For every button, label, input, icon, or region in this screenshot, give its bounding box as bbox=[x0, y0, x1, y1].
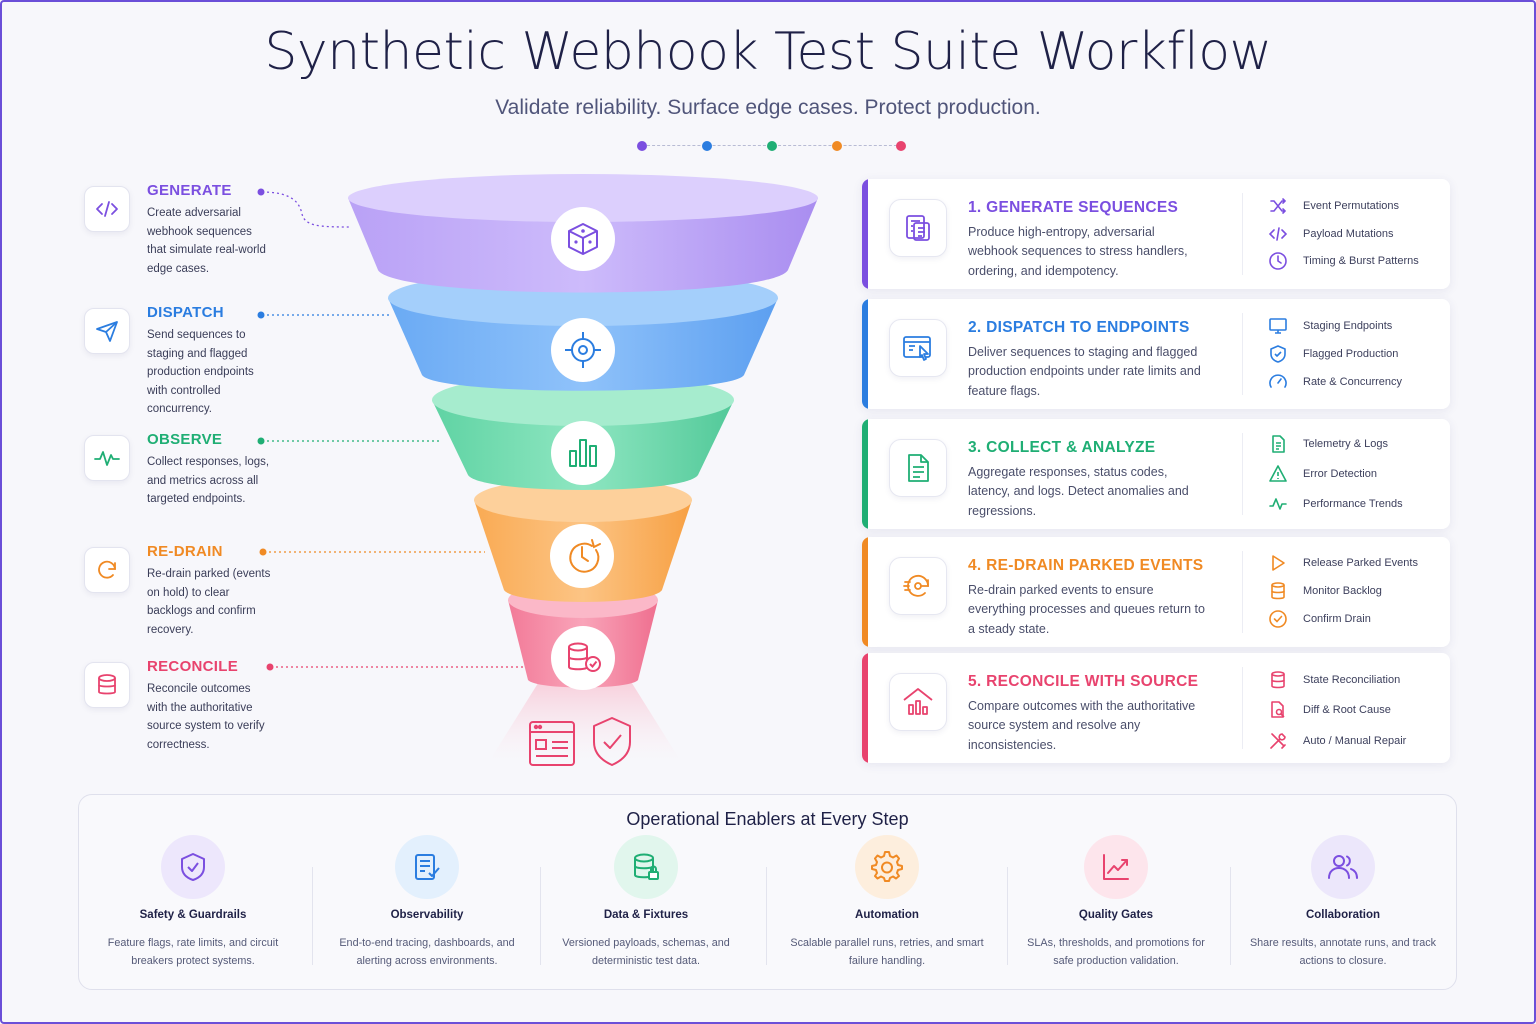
stage-description: Re-drain parked (events on hold) to clea… bbox=[147, 568, 271, 636]
card-description: Aggregate responses, status codes, laten… bbox=[968, 465, 1189, 518]
card-item: Confirm Drain bbox=[1268, 609, 1448, 629]
card-item: Staging Endpoints bbox=[1268, 316, 1448, 336]
shield-check-icon bbox=[1270, 345, 1286, 363]
clock-icon bbox=[1269, 252, 1287, 270]
card-title: 4. RE-DRAIN PARKED EVENTS bbox=[968, 557, 1204, 574]
dice-icon bbox=[551, 207, 615, 271]
enabler-name: Data & Fixtures bbox=[603, 909, 689, 921]
enabler-name: Quality Gates bbox=[1078, 909, 1154, 921]
enabler-description: End-to-end tracing, dashboards, and aler… bbox=[339, 937, 515, 967]
step-card-dispatch: 2. DISPATCH TO ENDPOINTS Deliver sequenc… bbox=[862, 299, 1450, 409]
house-chart-icon bbox=[889, 673, 947, 731]
card-item: Payload Mutations bbox=[1268, 224, 1448, 244]
bar-chart-icon bbox=[551, 421, 615, 485]
stage-description: Reconcile outcomes with the authoritativ… bbox=[147, 683, 265, 751]
card-item: Event Permutations bbox=[1268, 196, 1448, 216]
card-item: Performance Trends bbox=[1268, 494, 1448, 514]
code-icon bbox=[84, 186, 130, 232]
target-icon bbox=[551, 318, 615, 382]
card-item: Rate & Concurrency bbox=[1268, 372, 1448, 392]
enabler-description: SLAs, thresholds, and promotions for saf… bbox=[1027, 937, 1205, 967]
card-title: 2. DISPATCH TO ENDPOINTS bbox=[968, 319, 1190, 336]
card-item: Release Parked Events bbox=[1268, 553, 1448, 573]
shield-check-icon bbox=[593, 717, 631, 766]
warning-icon bbox=[1269, 465, 1287, 482]
card-title: 5. RECONCILE WITH SOURCE bbox=[968, 673, 1199, 690]
clock-icon bbox=[550, 524, 614, 588]
card-item: Telemetry & Logs bbox=[1268, 434, 1448, 454]
card-title: 1. GENERATE SEQUENCES bbox=[968, 199, 1179, 216]
database-check-icon bbox=[551, 626, 615, 690]
card-title: 3. COLLECT & ANALYZE bbox=[968, 439, 1156, 456]
document-icon bbox=[889, 199, 947, 257]
database-lock-icon bbox=[614, 835, 678, 899]
stage-name: DISPATCH bbox=[147, 304, 224, 321]
stage-name: OBSERVE bbox=[147, 431, 223, 448]
stage-description: Send sequences to staging and flagged pr… bbox=[147, 329, 254, 416]
step-card-redrain: 4. RE-DRAIN PARKED EVENTS Re-drain parke… bbox=[862, 537, 1450, 647]
card-description: Compare outcomes with the authoritative … bbox=[968, 699, 1196, 752]
users-icon bbox=[1311, 835, 1375, 899]
card-item: Timing & Burst Patterns bbox=[1268, 251, 1448, 271]
play-icon bbox=[1272, 555, 1285, 571]
check-circle-icon bbox=[1269, 610, 1287, 628]
shield-icon bbox=[161, 835, 225, 899]
monitor-icon bbox=[1269, 318, 1287, 334]
file-search-icon bbox=[1271, 701, 1285, 718]
gear-icon bbox=[855, 835, 919, 899]
card-description: Deliver sequences to staging and flagged… bbox=[968, 345, 1201, 398]
target-refresh-icon bbox=[889, 557, 947, 615]
shuffle-icon bbox=[1270, 198, 1287, 214]
funnel-diagram bbox=[348, 174, 818, 766]
enabler-name: Observability bbox=[390, 909, 464, 921]
step-card-generate: 1. GENERATE SEQUENCES Produce high-entro… bbox=[862, 179, 1450, 289]
gauge-icon bbox=[1269, 374, 1287, 388]
file-text-icon bbox=[889, 439, 947, 497]
page-title: Synthetic Webhook Test Suite Workflow bbox=[264, 22, 1272, 82]
stage-description: Create adversarial webhook sequences tha… bbox=[147, 207, 266, 275]
card-description: Re-drain parked events to ensure everyth… bbox=[968, 583, 1205, 636]
trend-icon bbox=[1269, 498, 1287, 510]
browser-icon bbox=[529, 721, 575, 766]
card-item: Flagged Production bbox=[1268, 344, 1448, 364]
card-item: Monitor Backlog bbox=[1268, 581, 1448, 601]
send-icon bbox=[84, 308, 130, 354]
stage-name: RECONCILE bbox=[147, 658, 239, 675]
pulse-icon bbox=[84, 435, 130, 481]
enabler-name: Safety & Guardrails bbox=[139, 909, 247, 921]
step-card-reconcile: 5. RECONCILE WITH SOURCE Compare outcome… bbox=[862, 653, 1450, 763]
database-icon bbox=[84, 662, 130, 708]
stage-description: Collect responses, logs, and metrics acr… bbox=[147, 456, 270, 506]
tools-icon bbox=[1270, 733, 1286, 749]
enabler-description: Feature flags, rate limits, and circuit … bbox=[107, 937, 279, 967]
card-description: Produce high-entropy, adversarial webhoo… bbox=[968, 225, 1188, 278]
checklist-icon bbox=[395, 835, 459, 899]
enabler-description: Scalable parallel runs, retries, and sma… bbox=[790, 937, 984, 967]
enabler-name: Automation bbox=[855, 909, 919, 921]
stage-connectors bbox=[257, 188, 523, 671]
page-subtitle: Validate reliability. Surface edge cases… bbox=[495, 96, 1041, 119]
database-icon bbox=[1271, 582, 1285, 600]
divider-dots bbox=[636, 140, 908, 152]
enabler-name: Collaboration bbox=[1305, 909, 1381, 921]
stage-name: GENERATE bbox=[147, 182, 232, 199]
stage-name: RE-DRAIN bbox=[147, 543, 223, 560]
enabler-description: Versioned payloads, schemas, and determi… bbox=[562, 937, 730, 967]
card-item: Diff & Root Cause bbox=[1268, 700, 1448, 720]
card-item: Auto / Manual Repair bbox=[1268, 731, 1448, 751]
step-card-collect: 3. COLLECT & ANALYZE Aggregate responses… bbox=[862, 419, 1450, 529]
refresh-icon bbox=[84, 547, 130, 593]
code-icon bbox=[1268, 227, 1288, 241]
chart-icon bbox=[1084, 835, 1148, 899]
enabler-description: Share results, annotate runs, and track … bbox=[1249, 937, 1437, 967]
log-file-icon bbox=[1272, 435, 1285, 453]
database-icon bbox=[1271, 671, 1285, 689]
enablers-title: Operational Enablers at Every Step bbox=[626, 809, 909, 829]
enablers-panel: Operational Enablers at Every Step Safet… bbox=[78, 794, 1457, 990]
browser-cursor-icon bbox=[889, 319, 947, 377]
card-item: State Reconciliation bbox=[1268, 670, 1448, 690]
card-item: Error Detection bbox=[1268, 464, 1448, 484]
